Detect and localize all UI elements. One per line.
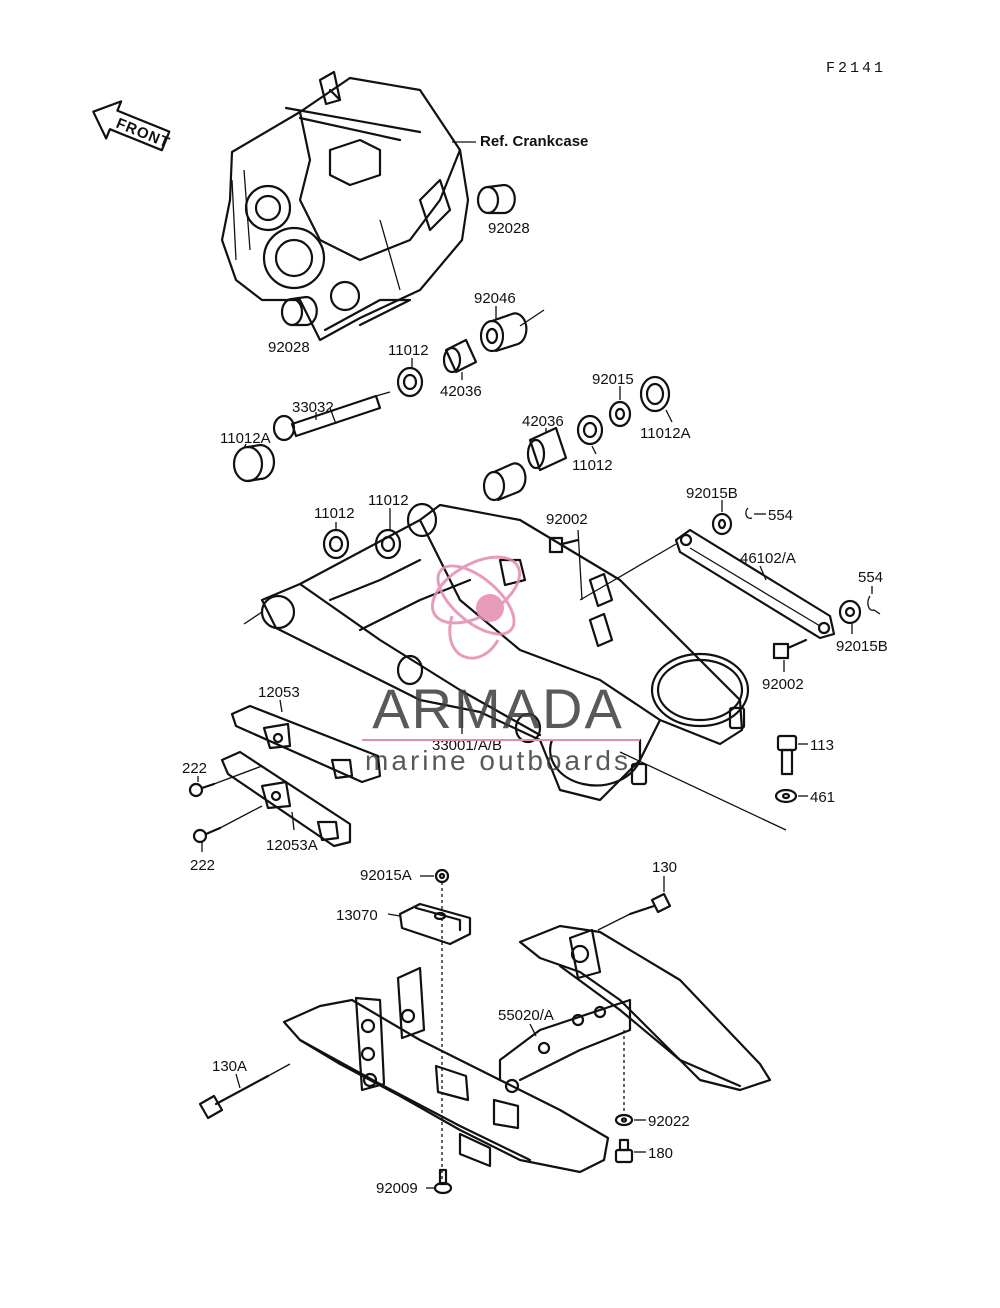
nut-92015B-right <box>838 599 862 625</box>
bolt-180 <box>614 1138 634 1164</box>
seal-11012-top <box>396 366 424 398</box>
leader-line <box>529 1023 537 1037</box>
part-label-92015B-top: 92015B <box>686 485 738 502</box>
axis-line <box>213 765 263 785</box>
part-label-222-top: 222 <box>182 760 207 777</box>
part-label-130: 130 <box>652 859 677 876</box>
part-label-92046: 92046 <box>474 290 516 307</box>
part-label-33001AB: 33001/A/B <box>432 737 502 754</box>
part-label-92002-bottom: 92002 <box>762 676 804 693</box>
bolt-92002-top <box>548 536 580 554</box>
part-label-92015: 92015 <box>592 371 634 388</box>
part-label-11012-l2: 11012 <box>368 492 409 509</box>
ref-crankcase-label: Ref. Crankcase <box>480 133 588 150</box>
washer-461 <box>774 788 798 804</box>
axis-line <box>597 913 631 931</box>
part-label-55020A: 55020/A <box>498 1007 554 1024</box>
nut-92015A <box>434 868 450 884</box>
part-label-461: 461 <box>810 789 835 806</box>
cap-11012A-left <box>232 443 276 483</box>
chain-slider-12053 <box>230 704 382 784</box>
leader-line <box>577 529 583 601</box>
seal-11012-swingarm-l1 <box>322 528 350 560</box>
bushing-92028-top <box>476 183 516 215</box>
axis-line <box>243 611 263 625</box>
sleeve-42036-top <box>442 338 478 374</box>
part-label-11012A-left: 11012A <box>220 430 271 447</box>
leader-line <box>591 445 597 455</box>
nut-92015B-top <box>711 512 733 536</box>
part-label-12053: 12053 <box>258 684 300 701</box>
bolt-92002-bottom <box>772 638 808 660</box>
leader-line <box>243 443 247 449</box>
part-label-11012A-right: 11012A <box>640 425 691 442</box>
part-label-11012-mid: 11012 <box>572 457 613 474</box>
part-label-92009: 92009 <box>376 1180 418 1197</box>
part-label-130A: 130A <box>212 1058 247 1075</box>
part-label-11012-l1: 11012 <box>314 505 355 522</box>
part-label-92022: 92022 <box>648 1113 690 1130</box>
propeller-icon <box>430 555 522 660</box>
bracket-13070 <box>398 902 472 946</box>
part-label-92002-top: 92002 <box>546 511 588 528</box>
leader-line <box>665 409 673 423</box>
part-label-42036-mid: 42036 <box>522 413 564 430</box>
washer-92022 <box>614 1113 634 1127</box>
watermark-logo: ARMADA marine outboards <box>362 555 640 776</box>
watermark-brand: ARMADA <box>372 677 624 740</box>
bushing-92028-bottom <box>280 295 318 327</box>
swingarm-33001 <box>260 502 750 802</box>
crankcase-illustration <box>220 70 470 342</box>
collar-92015 <box>608 400 632 428</box>
bolt-130 <box>628 892 672 916</box>
part-label-33032: 33032 <box>292 399 334 416</box>
screw-92009 <box>433 1168 453 1195</box>
leader-line <box>759 565 767 581</box>
cap-11012A-right <box>639 375 671 413</box>
part-label-180: 180 <box>648 1145 673 1162</box>
leader-line <box>387 913 401 917</box>
bolt-130A <box>198 1074 270 1120</box>
chain-slider-12053A <box>220 750 352 848</box>
axis-line <box>519 309 545 327</box>
part-label-92015B-right: 92015B <box>836 638 888 655</box>
seal-11012-swingarm-l2 <box>374 528 402 560</box>
part-label-92028-bottom: 92028 <box>268 339 310 356</box>
watermark-tagline: marine outboards <box>365 745 631 776</box>
part-label-11012-top: 11012 <box>388 342 429 359</box>
part-label-113: 113 <box>810 737 834 754</box>
screw-222-top <box>188 782 216 798</box>
leader-line <box>235 1073 241 1089</box>
part-label-46102A: 46102/A <box>740 550 796 567</box>
chain-guard-55020 <box>282 924 772 1174</box>
part-label-42036-top: 42036 <box>440 383 482 400</box>
bolt-113 <box>776 734 798 776</box>
cotter-pin-554-top <box>745 507 753 519</box>
figure-code: F2141 <box>826 60 886 77</box>
part-label-92015A: 92015A <box>360 867 412 884</box>
part-label-13070: 13070 <box>336 907 378 924</box>
part-label-92028-top: 92028 <box>488 220 530 237</box>
part-label-554-top: 554 <box>768 507 793 524</box>
axis-line <box>619 751 787 831</box>
bearing-inner <box>482 462 527 502</box>
screw-222-bottom <box>192 826 222 844</box>
front-arrow-icon: FRONT <box>92 100 173 152</box>
leader-line <box>279 699 283 713</box>
bearing-92046 <box>479 312 528 353</box>
sleeve-42036-mid <box>526 426 568 472</box>
cotter-pin-554-right <box>867 595 881 615</box>
axis-line <box>267 1063 291 1077</box>
seal-11012-mid <box>576 414 604 446</box>
part-label-12053A: 12053A <box>266 837 318 854</box>
axis-line <box>579 543 677 601</box>
leader-line <box>291 811 295 831</box>
tie-rod-46102 <box>674 528 836 640</box>
part-label-554-right: 554 <box>858 569 883 586</box>
axis-line <box>219 805 263 829</box>
pivot-shaft-33032 <box>272 391 391 442</box>
part-label-222-bottom: 222 <box>190 857 215 874</box>
